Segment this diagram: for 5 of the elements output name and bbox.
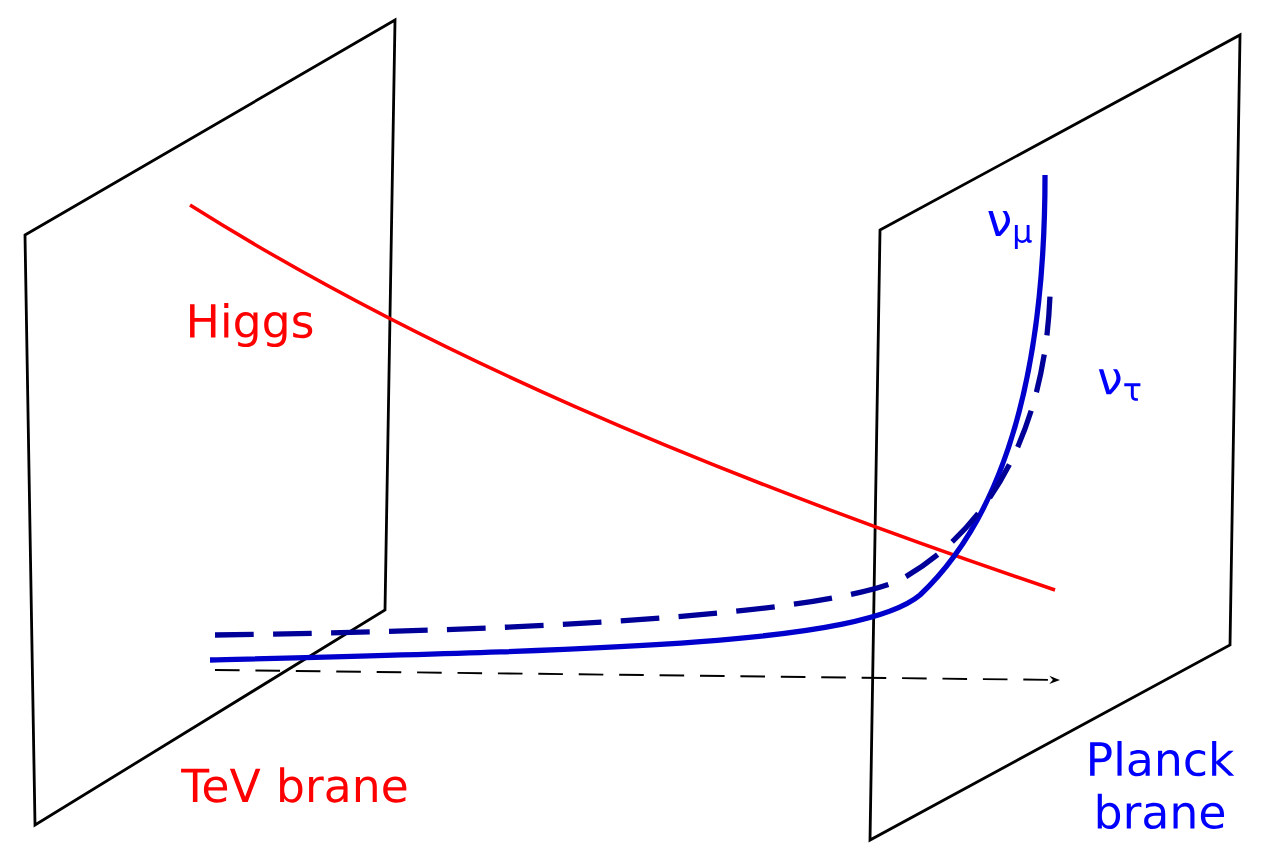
curve-label: ν$_{μ}$	[988, 210, 1032, 250]
brane-label: TeV brane	[181, 767, 407, 803]
brane-label: Planck brane	[1090, 740, 1235, 830]
curve-label: Higgs	[190, 302, 313, 348]
curve-label: ν$_{τ}$	[1098, 369, 1141, 401]
